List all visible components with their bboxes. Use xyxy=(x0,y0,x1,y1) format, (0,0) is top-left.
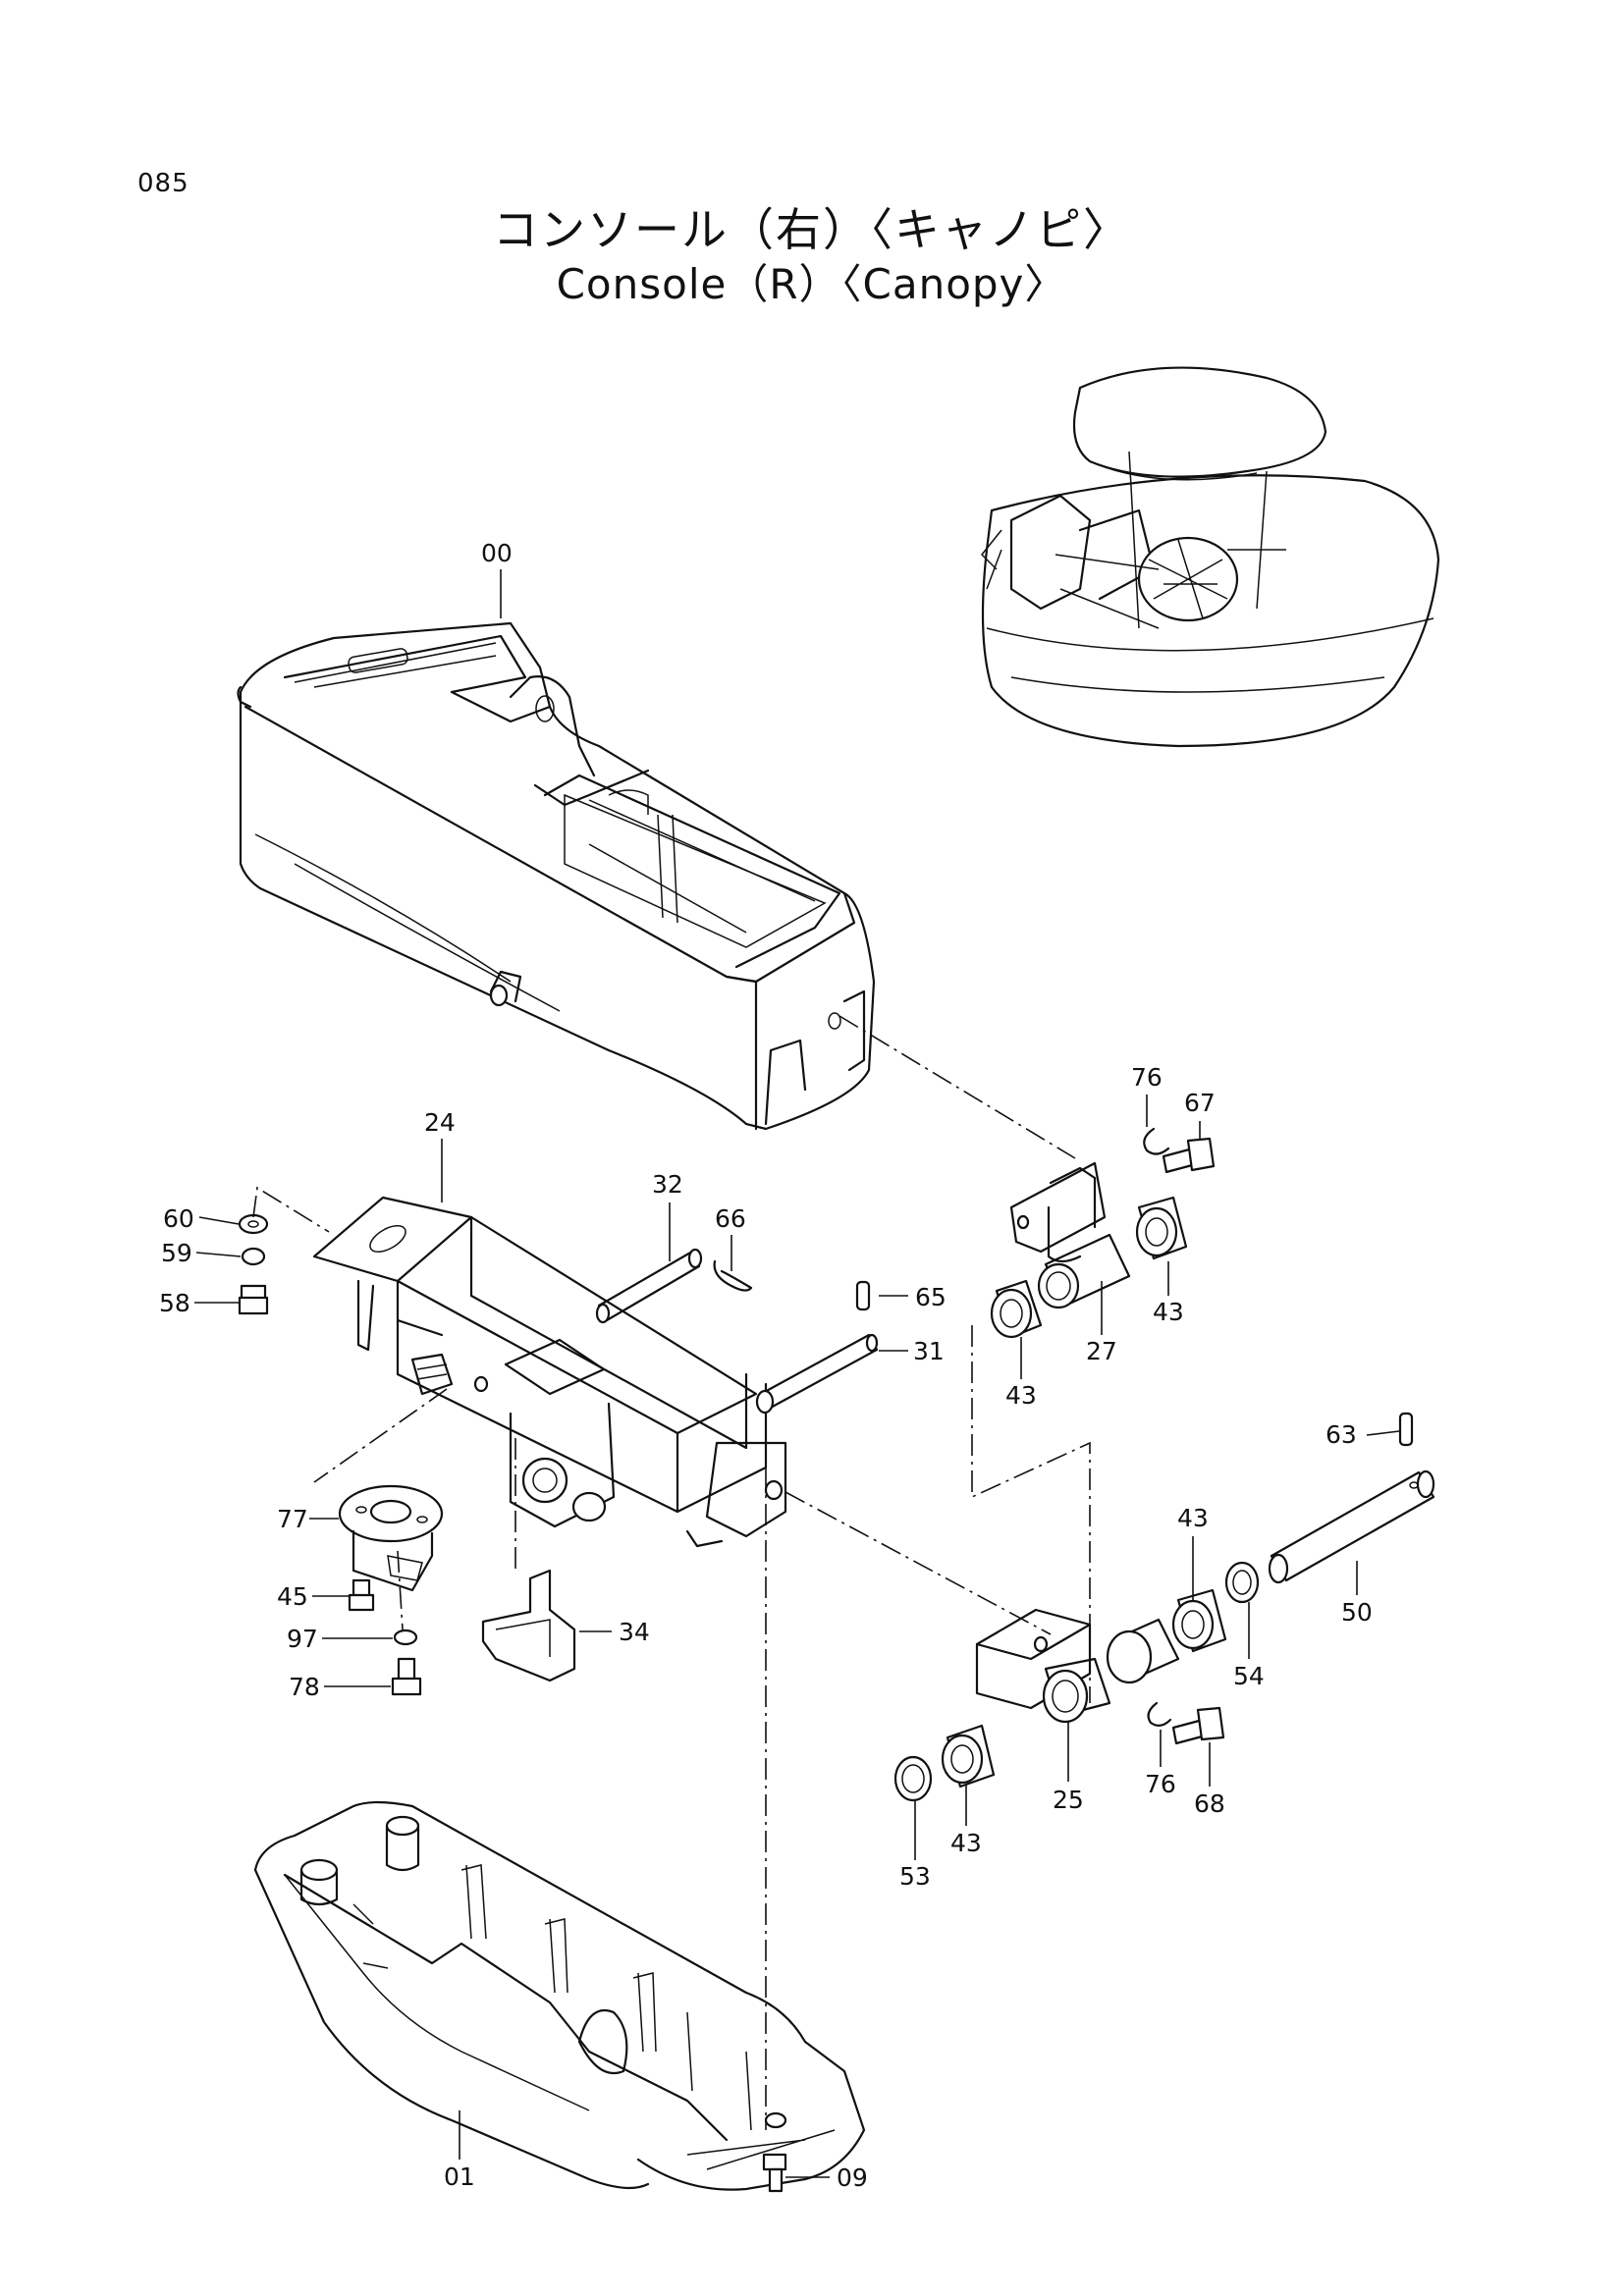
part-label-43: 43 xyxy=(1153,1298,1184,1326)
sleeve-lower-right xyxy=(1106,1618,1180,1684)
bolt-58 xyxy=(238,1284,269,1315)
washer-60 xyxy=(238,1213,269,1235)
assembly-lines xyxy=(252,1015,1091,2130)
part-label-32: 32 xyxy=(652,1170,683,1199)
part-label-27: 27 xyxy=(1086,1337,1117,1365)
washer-97 xyxy=(393,1629,418,1646)
washer-54 xyxy=(1224,1561,1260,1604)
bracket-lower xyxy=(975,1608,1092,1710)
bolt-78 xyxy=(391,1657,422,1696)
part-label-09: 09 xyxy=(837,2163,868,2192)
snap-ring-76-lower xyxy=(1147,1701,1172,1727)
washer-53 xyxy=(893,1755,933,1802)
part-label-25: 25 xyxy=(1053,1786,1084,1814)
bushing-43-right xyxy=(1171,1588,1227,1653)
part-label-65: 65 xyxy=(915,1283,947,1311)
part-label-43: 43 xyxy=(1005,1381,1037,1410)
bracket-upper xyxy=(1009,1161,1107,1263)
roll-pin-63 xyxy=(1398,1412,1414,1447)
part-label-34: 34 xyxy=(619,1618,650,1646)
sleeve-27 xyxy=(1037,1233,1131,1309)
part-label-60: 60 xyxy=(163,1204,194,1233)
part-label-50: 50 xyxy=(1341,1598,1373,1627)
part-label-67: 67 xyxy=(1184,1089,1216,1117)
cotter-pin-66 xyxy=(713,1259,753,1292)
pin-50 xyxy=(1268,1469,1435,1584)
spring-washer-59 xyxy=(241,1247,266,1266)
part-label-63: 63 xyxy=(1325,1420,1357,1449)
snap-ring-76-upper xyxy=(1143,1127,1170,1155)
part-label-43: 43 xyxy=(1177,1504,1209,1532)
part-label-00: 00 xyxy=(481,539,513,567)
part-label-24: 24 xyxy=(424,1108,456,1137)
callout-leaders xyxy=(194,569,1400,2178)
part-label-45: 45 xyxy=(277,1582,308,1611)
part-label-31: 31 xyxy=(913,1337,945,1365)
part-label-97: 97 xyxy=(287,1625,318,1653)
bolt-68 xyxy=(1171,1706,1225,1745)
part-label-59: 59 xyxy=(161,1239,192,1267)
bracket-77 xyxy=(338,1484,444,1592)
title-japanese: コンソール（右）〈キャノピ〉 xyxy=(493,203,1130,256)
part-label-53: 53 xyxy=(899,1862,931,1891)
pin-32 xyxy=(595,1248,703,1324)
part-label-54: 54 xyxy=(1233,1662,1265,1690)
part-label-68: 68 xyxy=(1194,1789,1225,1818)
bolt-67 xyxy=(1162,1137,1216,1174)
part-label-66: 66 xyxy=(715,1204,746,1233)
sleeve-25 xyxy=(1042,1657,1111,1724)
part-label-78: 78 xyxy=(289,1673,320,1701)
part-label-58: 58 xyxy=(159,1289,190,1317)
lower-cover-01 xyxy=(253,1800,866,2191)
part-label-77: 77 xyxy=(277,1505,308,1533)
part-label-01: 01 xyxy=(444,2163,475,2191)
bolt-09 xyxy=(762,2153,787,2193)
roll-pin-65 xyxy=(855,1280,871,1311)
page-number: 085 xyxy=(137,169,189,198)
part-labels: 00 01 09 24 25 27 31 32 34 43 43 43 43 4… xyxy=(159,539,1373,2192)
pin-31 xyxy=(755,1333,879,1415)
part-label-76: 76 xyxy=(1145,1770,1176,1798)
part-label-76: 76 xyxy=(1131,1063,1163,1092)
bolt-45 xyxy=(348,1578,375,1612)
bushing-43-upper-right xyxy=(1135,1196,1188,1260)
canopy-overview-illustration xyxy=(980,366,1440,748)
bracket-34 xyxy=(481,1569,576,1682)
bushing-43-lower xyxy=(941,1724,996,1789)
part-label-43: 43 xyxy=(950,1829,982,1857)
bushing-43-upper-left xyxy=(990,1279,1043,1339)
title-english: Console（R）〈Canopy〉 xyxy=(556,260,1067,308)
console-body-00 xyxy=(237,621,876,1131)
